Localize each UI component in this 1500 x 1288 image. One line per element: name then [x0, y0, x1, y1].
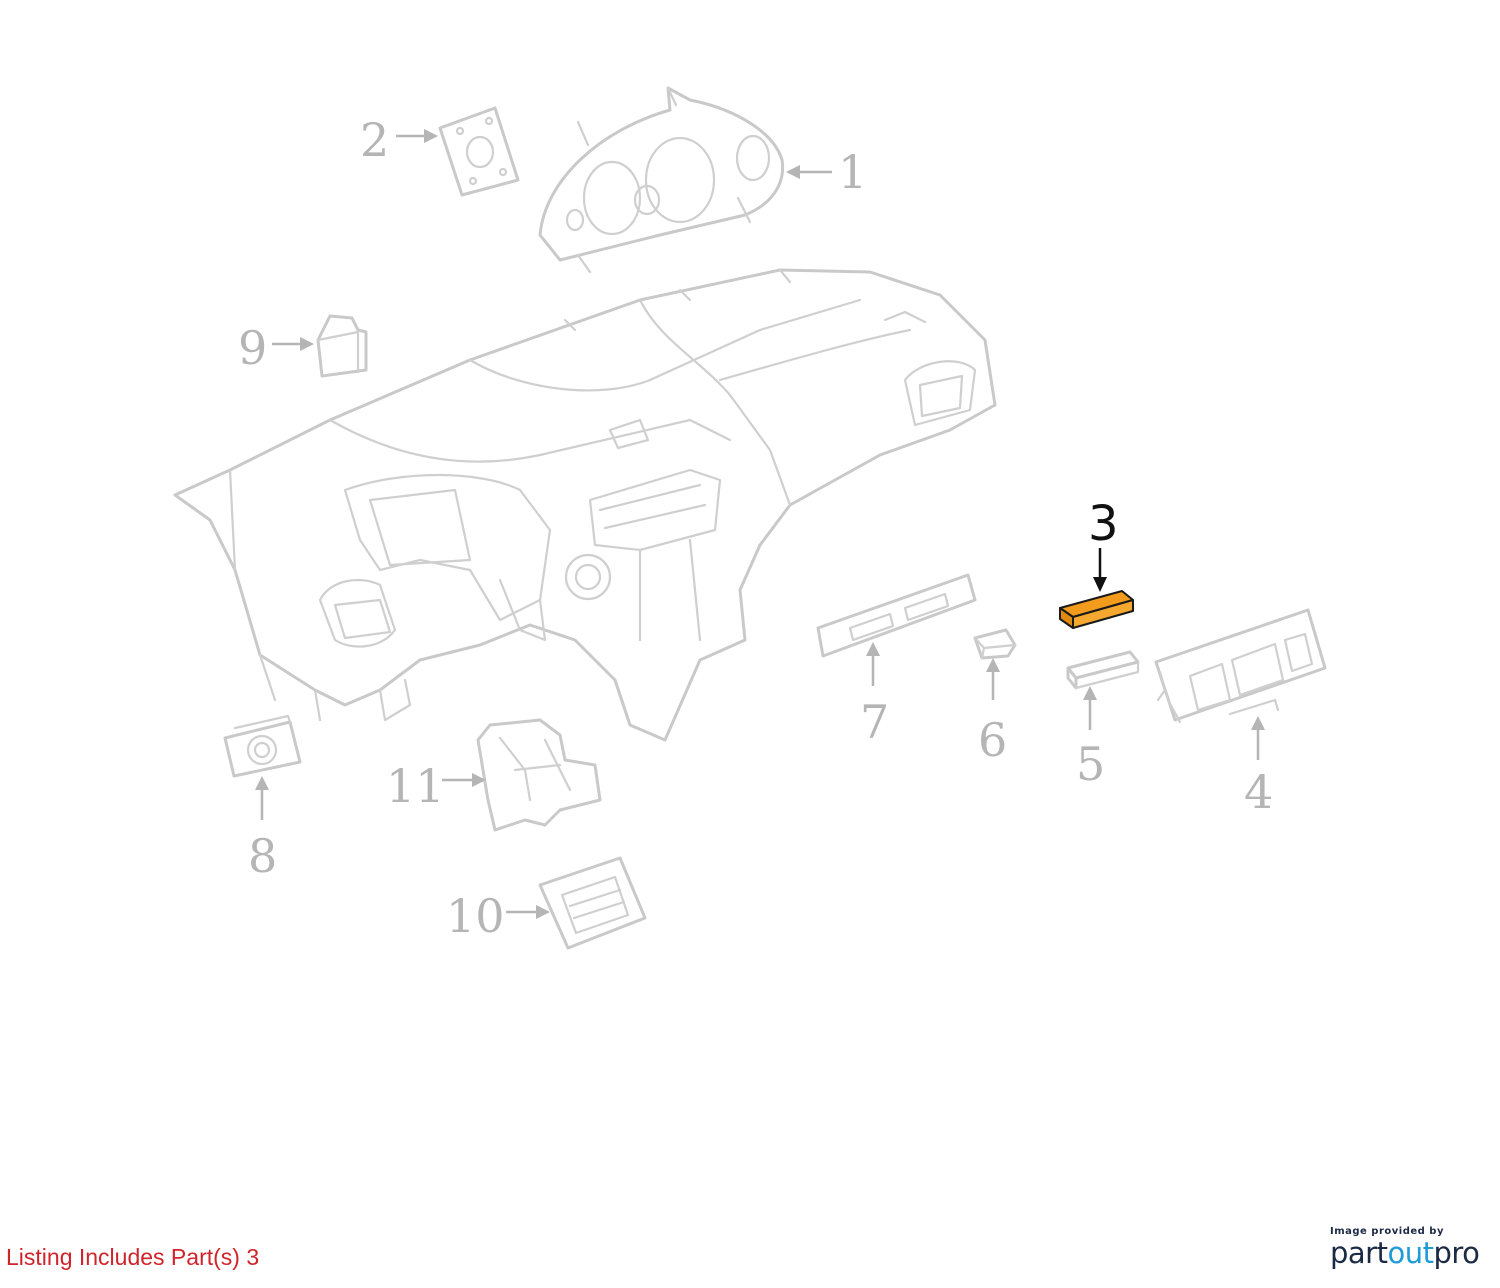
- credit-caption: Image provided by: [1330, 1226, 1444, 1237]
- partoutpro-logo: partoutpro: [1330, 1239, 1490, 1268]
- logo-pro-text: pro: [1433, 1236, 1480, 1270]
- callout-label-6: 6: [978, 713, 1007, 767]
- callout-10: 10: [446, 889, 550, 943]
- callout-label-11: 11: [386, 759, 445, 813]
- instrument-panel: [173, 268, 997, 742]
- callout-4: 4: [1244, 716, 1273, 819]
- part-9-module: [316, 314, 368, 378]
- part-8-round-switch: [223, 714, 302, 778]
- part-1-instrument-cluster: [538, 86, 785, 274]
- part-11-bracket: [476, 718, 602, 832]
- callout-11: 11: [386, 759, 486, 813]
- part-4-switch-bank: [1154, 608, 1327, 724]
- listing-includes-note: Listing Includes Part(s) 3: [6, 1244, 260, 1270]
- callout-8: 8: [248, 776, 277, 883]
- part-10-panel: [538, 856, 647, 950]
- callout-1: 1: [786, 145, 867, 199]
- callout-label-9: 9: [238, 321, 267, 375]
- callout-label-1: 1: [838, 145, 867, 199]
- part-5-switch: [1066, 650, 1140, 690]
- image-credit: Image provided by partoutpro: [1330, 1226, 1490, 1268]
- callout-6: 6: [978, 658, 1007, 767]
- part-6-button: [973, 628, 1017, 660]
- callout-label-5: 5: [1076, 737, 1105, 791]
- callout-3: 3: [1088, 496, 1119, 592]
- callout-7: 7: [860, 642, 889, 749]
- part-2-switch-plate: [438, 106, 520, 197]
- callout-label-10: 10: [446, 889, 505, 943]
- logo-part-text: part: [1330, 1236, 1388, 1270]
- callout-label-8: 8: [248, 829, 277, 883]
- callout-label-7: 7: [860, 695, 889, 749]
- part-3-highlighted-switch[interactable]: [1059, 590, 1134, 629]
- logo-out-text: out: [1387, 1236, 1434, 1270]
- callout-2: 2: [360, 113, 438, 167]
- callout-5: 5: [1076, 686, 1105, 791]
- callout-label-4: 4: [1244, 765, 1273, 819]
- part-7-trim-strip: [816, 573, 977, 658]
- callout-label-3: 3: [1088, 496, 1119, 552]
- callout-label-2: 2: [360, 113, 389, 167]
- callout-9: 9: [238, 321, 314, 375]
